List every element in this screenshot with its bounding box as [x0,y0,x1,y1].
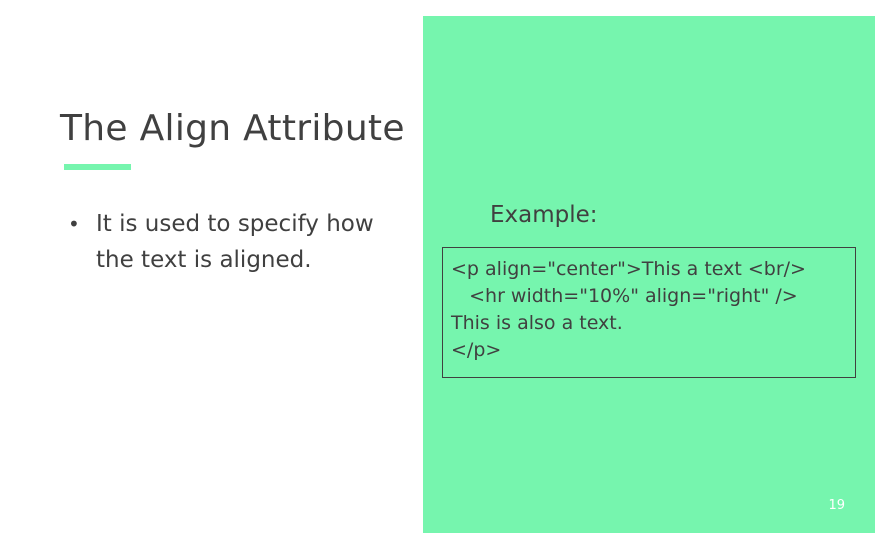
bullet-item: • It is used to specify how the text is … [68,206,413,278]
title-accent-bar [64,164,131,170]
bullet-list: • It is used to specify how the text is … [68,206,413,278]
slide-number: 19 [828,498,845,513]
code-line: <hr width="10%" align="right" /> [451,285,798,307]
example-label: Example: [490,202,598,228]
code-box: <p align="center">This a text <br/> <hr … [442,247,856,378]
bullet-dot-icon: • [68,212,80,236]
bullet-text: It is used to specify how the text is al… [96,211,374,273]
example-panel: Example: <p align="center">This a text <… [423,16,875,533]
slide-title: The Align Attribute [60,108,405,149]
code-line: <p align="center">This a text <br/> [451,258,806,280]
code-line: This is also a text. [451,312,623,334]
code-line: </p> [451,339,502,361]
